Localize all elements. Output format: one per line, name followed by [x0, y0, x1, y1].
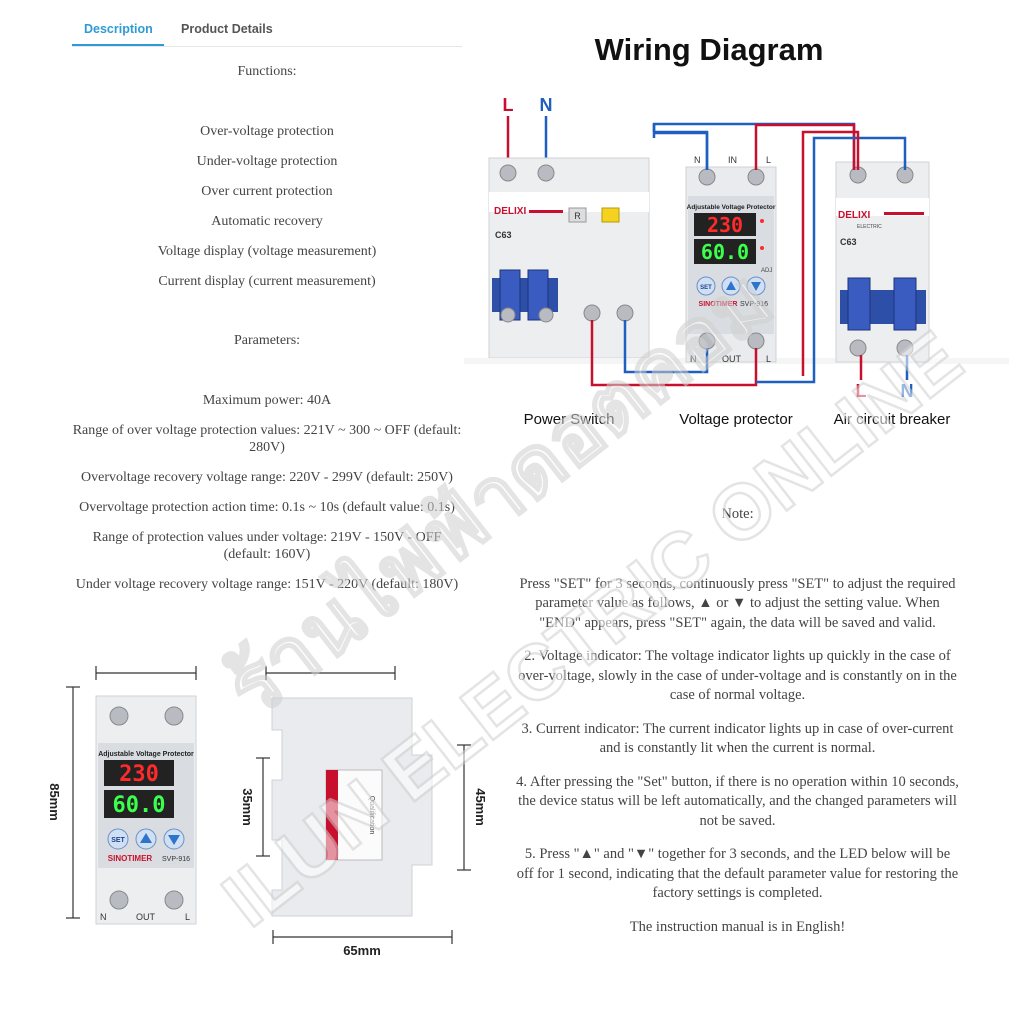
front-view: N IN L Adjustable Voltage Protector 230 …: [95, 695, 197, 925]
protector-voltage-display: 230: [707, 213, 743, 237]
wiring-visible: [652, 124, 907, 384]
front-set-label: SET: [111, 837, 125, 844]
voltage-protector: N IN L Adjustable Voltage Protector 230 …: [685, 155, 777, 364]
caption-power-switch: Power Switch: [524, 411, 615, 428]
dim-width: 65mm: [343, 943, 381, 958]
protector-in: IN: [728, 155, 737, 165]
note-heading: Note:: [721, 506, 754, 522]
label-n-bottom: N: [901, 381, 914, 401]
parameter-item: Overvoltage recovery voltage range: 220V…: [81, 470, 453, 485]
caption-air-circuit-breaker: Air circuit breaker: [834, 411, 951, 428]
power-switch-model: C63: [495, 230, 512, 240]
function-item: Over-voltage protection: [200, 124, 334, 139]
side-qualification-label: Qualification: [368, 796, 375, 835]
protector-title: Adjustable Voltage Protector: [687, 204, 776, 211]
tab-product-details[interactable]: Product Details: [181, 22, 273, 36]
dim-height: 85mm: [47, 783, 62, 821]
parameter-item: Maximum power: 40A: [202, 393, 332, 408]
label-n-top: N: [540, 95, 553, 115]
side-view: Qualification: [271, 697, 433, 917]
wiring-diagram: Wiring Diagram L N DELIXI C63 R N IN L A…: [464, 32, 1009, 428]
function-item: Under-voltage protection: [196, 154, 338, 169]
note-item: 3. Current indicator: The current indica…: [521, 720, 954, 757]
protector-model: SVP-916: [740, 301, 768, 308]
parameter-item: Under voltage recovery voltage range: 15…: [75, 577, 459, 592]
front-model: SVP-916: [162, 856, 190, 863]
label-l-top: L: [503, 95, 514, 115]
front-voltage-display: 230: [119, 762, 159, 787]
dimensions-figure: 85mm 35mm 45mm 65mm N IN L Adjustable Vo…: [47, 666, 488, 958]
parameters-heading: Parameters:: [233, 333, 301, 348]
diagram-title: Wiring Diagram: [595, 32, 824, 67]
dim-depth-inner: 35mm: [240, 788, 255, 826]
note-item: 4. After pressing the "Set" button, if t…: [516, 773, 959, 829]
front-current-display: 60.0: [113, 793, 166, 818]
caption-voltage-protector: Voltage protector: [679, 411, 792, 428]
protector-adj-label: ADJ: [761, 268, 772, 274]
note-text: Note: Press "SET" for 3 seconds, continu…: [515, 505, 960, 937]
front-l-bottom: L: [185, 912, 190, 922]
function-item: Current display (current measurement): [158, 274, 376, 289]
power-switch-brand: DELIXI: [494, 206, 526, 217]
protector-n-bottom: N: [690, 354, 697, 364]
air-circuit-breaker: DELIXI ELECTRIC C63: [835, 161, 930, 363]
parameter-item: Overvoltage protection action time: 0.1s…: [79, 500, 455, 515]
power-switch: DELIXI C63 R: [488, 157, 650, 359]
breaker-sub: ELECTRIC: [857, 224, 882, 230]
note-item: 5. Press "▲" and "▼" together for 3 seco…: [516, 846, 959, 901]
breaker-model: C63: [840, 237, 857, 247]
protector-l-bottom: L: [766, 354, 771, 364]
protector-set-label: SET: [700, 285, 712, 291]
front-brand: SINOTIMER: [108, 854, 153, 863]
protector-current-display: 60.0: [701, 240, 749, 264]
active-tab-indicator: [72, 44, 164, 46]
description-text: Functions: Over-voltage protection Under…: [72, 56, 462, 593]
note-item: The instruction manual is in English!: [629, 918, 846, 935]
front-out: OUT: [136, 912, 156, 922]
protector-out: OUT: [722, 354, 742, 364]
dim-depth-outer: 45mm: [473, 788, 488, 826]
front-title: Adjustable Voltage Protector: [98, 751, 194, 758]
note-item: 2. Voltage indicator: The voltage indica…: [518, 648, 957, 703]
functions-heading: Functions:: [237, 64, 297, 79]
tab-description[interactable]: Description: [84, 22, 153, 36]
protector-brand: SINOTIMER: [699, 301, 738, 308]
function-item: Over current protection: [201, 184, 333, 199]
front-n-bottom: N: [100, 912, 107, 922]
power-switch-r-label: R: [574, 211, 581, 221]
note-item: Press "SET" for 3 seconds, continuously …: [519, 575, 956, 631]
parameter-item: Range of protection values under voltage…: [92, 530, 442, 562]
breaker-brand: DELIXI: [838, 210, 870, 221]
label-l-bottom: L: [856, 381, 867, 401]
parameter-item: Range of over voltage protection values:…: [72, 423, 462, 455]
function-item: Voltage display (voltage measurement): [157, 244, 377, 259]
tab-bar: Description Product Details: [72, 14, 462, 47]
protector-n-top: N: [694, 155, 701, 165]
function-item: Automatic recovery: [211, 214, 323, 229]
protector-l-top: L: [766, 155, 771, 165]
